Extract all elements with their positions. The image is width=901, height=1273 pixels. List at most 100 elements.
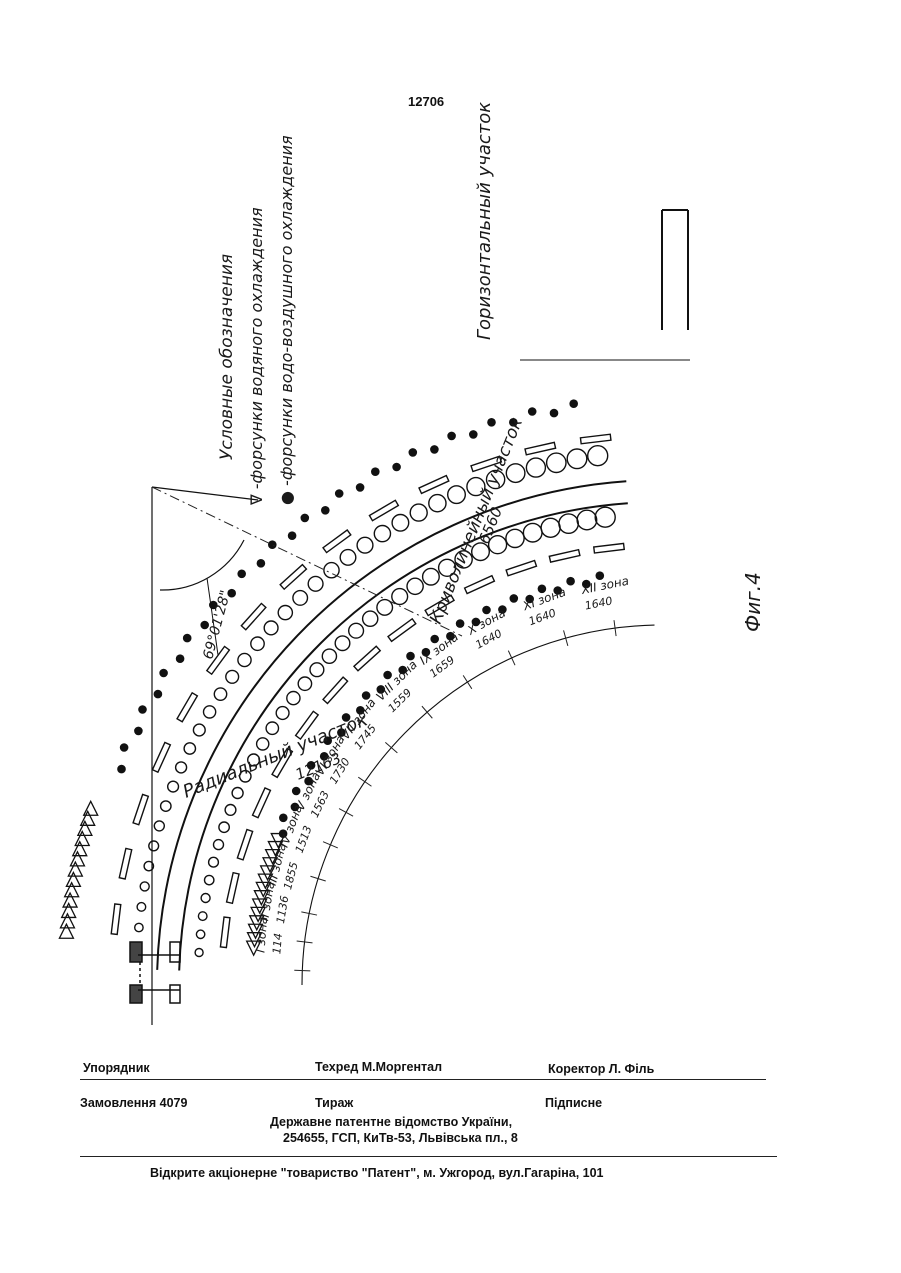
roller	[168, 781, 179, 792]
roller	[335, 636, 350, 651]
roller	[137, 903, 146, 912]
cooling-plate	[253, 788, 271, 818]
cooling-plate	[594, 543, 625, 553]
roller	[322, 649, 336, 663]
nozzle-triangle	[78, 821, 92, 835]
nozzle-dot	[371, 467, 380, 476]
cooling-plate	[525, 442, 556, 454]
legend-dot-row: ● -форсунки водо-воздушного охлаждения	[277, 135, 296, 505]
zone-label-group: XII зона1640	[579, 574, 633, 613]
strand-arcs	[157, 481, 654, 985]
nozzle-dot	[321, 506, 330, 515]
roller	[214, 840, 224, 850]
zone-length: 114	[270, 933, 285, 955]
roller	[577, 510, 597, 530]
cooling-plate	[419, 476, 449, 494]
roller	[392, 515, 409, 532]
printer-address: Відкрите акціонерне "товариство "Патент"…	[150, 1166, 604, 1180]
nozzle-triangle	[84, 801, 98, 815]
nozzle-dot	[528, 407, 537, 416]
office-line-2: 254655, ГСП, КиТв-53, Львівська пл., 8	[283, 1131, 518, 1145]
cooling-plate	[220, 917, 230, 948]
roller	[407, 578, 423, 594]
roller	[293, 591, 308, 606]
roller	[251, 637, 264, 650]
nozzle-dot	[430, 445, 439, 454]
cooling-plate	[177, 693, 197, 722]
cooling-plate	[580, 434, 611, 444]
roller	[135, 923, 143, 931]
water-nozzles	[59, 801, 285, 955]
roller	[219, 822, 229, 832]
roller	[363, 611, 378, 626]
roller	[201, 894, 210, 903]
zone-name: XII зона	[579, 574, 630, 597]
cooling-plate	[323, 677, 348, 703]
zone-length: 1136	[274, 895, 291, 925]
compiler: Упорядник	[83, 1061, 150, 1075]
roller	[225, 805, 236, 816]
cooling-plate	[241, 603, 266, 629]
cooling-plate	[388, 619, 416, 642]
office-line-1: Державне патентне відомство України,	[270, 1115, 512, 1129]
nozzle-dot	[510, 594, 519, 603]
strand-outer-arc	[179, 503, 628, 970]
roller	[298, 677, 311, 690]
roller	[340, 550, 356, 566]
zone-tick	[508, 651, 515, 666]
horizontal-slab	[520, 210, 690, 360]
fig-caption-g: Фиг.4	[741, 572, 765, 632]
circulation: Тираж	[315, 1096, 353, 1110]
roller	[392, 589, 408, 605]
horizontal-section-label-g: Горизонтальный участок	[474, 102, 495, 340]
roller	[588, 446, 608, 466]
zone-label-group: XI зона1640	[520, 585, 573, 629]
roller	[547, 453, 566, 472]
zone-tick	[422, 706, 432, 718]
subscription: Підписне	[545, 1096, 602, 1110]
roller	[161, 801, 171, 811]
zone-tick	[294, 970, 310, 971]
roller	[310, 663, 324, 677]
roller	[184, 743, 195, 754]
nozzle-dot	[159, 669, 168, 678]
cooling-plate	[237, 830, 252, 860]
roller	[506, 529, 524, 547]
nozzle-dot	[183, 634, 192, 643]
cooling-plate	[133, 794, 148, 824]
roller	[567, 449, 587, 469]
nozzle-dot	[566, 577, 575, 586]
legend-dot-text: ● -форсунки водо-воздушного охлаждения	[277, 135, 296, 505]
zone-tick	[385, 742, 397, 753]
nozzle-dot	[138, 705, 147, 714]
nozzle-dot	[117, 765, 126, 774]
nozzle-dot	[288, 531, 297, 540]
cooling-plate	[354, 646, 380, 671]
zone-length: 1855	[281, 861, 301, 891]
footer-rule-top	[80, 1079, 766, 1080]
zone-label-group: X зона1640	[464, 606, 515, 652]
nozzle-dot	[176, 654, 185, 663]
zone-tick	[339, 809, 353, 817]
zone-tick	[323, 842, 338, 848]
nozzle-triangle	[70, 852, 84, 866]
legend-triangle-row: ∇ -форсунки водяного охлаждения	[247, 207, 266, 506]
nozzle-dot	[237, 570, 246, 579]
dimension-lines	[294, 620, 616, 971]
radial-dim-arc	[302, 625, 655, 985]
cooling-plate	[227, 873, 239, 904]
nozzle-dot	[356, 483, 365, 492]
roller	[266, 722, 278, 734]
roller	[238, 653, 251, 666]
roller	[523, 523, 542, 542]
roller	[595, 507, 615, 527]
nozzle-dot	[301, 514, 310, 523]
nozzle-dot	[134, 727, 143, 736]
cooling-plate	[280, 565, 306, 590]
roller	[195, 949, 203, 957]
roller	[357, 537, 373, 553]
roller	[276, 707, 289, 720]
corrector: Коректор Л. Філь	[548, 1062, 654, 1076]
roller	[410, 504, 427, 521]
roller	[448, 486, 466, 504]
